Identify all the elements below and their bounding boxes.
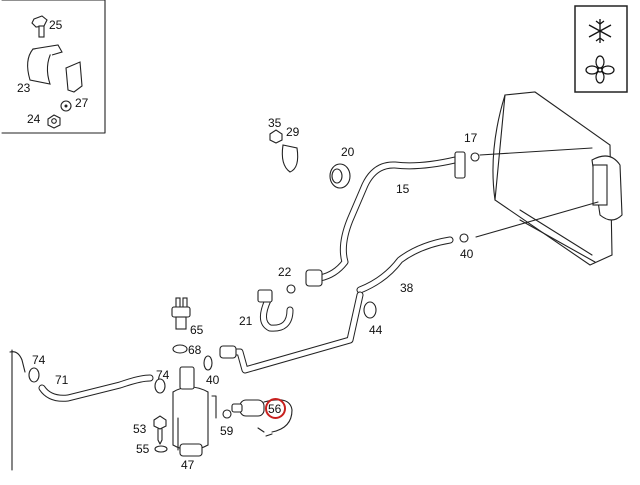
fan-icon <box>585 55 615 84</box>
label-21: 21 <box>239 314 253 328</box>
pipe-71 <box>38 374 154 402</box>
washer-55 <box>154 445 168 453</box>
highlight-circle-56 <box>265 398 286 419</box>
grommet-20 <box>329 163 351 189</box>
inset-label-25: 25 <box>49 18 63 32</box>
nut-35 <box>269 129 283 144</box>
fitting-22 <box>286 269 323 294</box>
label-74-left: 74 <box>32 353 46 367</box>
label-44: 44 <box>369 323 383 337</box>
label-65: 65 <box>190 323 204 337</box>
o-ring-74b <box>154 378 166 394</box>
label-53: 53 <box>133 422 147 436</box>
bolt-icon <box>31 15 48 38</box>
inset-label-23: 23 <box>17 81 31 95</box>
label-15: 15 <box>396 182 410 196</box>
bolt-53 <box>153 415 167 445</box>
o-ring-40 <box>203 355 213 371</box>
receiver-drier-47 <box>172 366 217 457</box>
pipe-15 <box>316 151 466 282</box>
label-20: 20 <box>341 145 355 159</box>
label-40-upper: 40 <box>460 247 474 261</box>
pipe-21 <box>257 289 294 332</box>
label-47: 47 <box>181 458 195 472</box>
label-17: 17 <box>464 131 478 145</box>
label-35: 35 <box>268 116 282 130</box>
label-55: 55 <box>136 442 150 456</box>
label-40-lower: 40 <box>206 373 220 387</box>
washer-68 <box>172 344 188 354</box>
clamp-icon <box>27 44 63 85</box>
pipe-38 <box>356 236 454 294</box>
snowflake-icon <box>588 19 612 43</box>
legend-box <box>574 5 628 93</box>
label-22: 22 <box>278 265 292 279</box>
clamp-29 <box>281 144 299 173</box>
clamp-inset <box>1 0 106 134</box>
o-ring-74 <box>28 367 40 383</box>
inset-label-24: 24 <box>27 112 41 126</box>
inset-label-27: 27 <box>75 96 89 110</box>
label-68: 68 <box>188 343 202 357</box>
o-ring <box>470 152 480 162</box>
grommet-44 <box>363 301 377 319</box>
nut-icon <box>47 114 61 129</box>
label-59: 59 <box>220 424 234 438</box>
label-38: 38 <box>400 281 414 295</box>
evaporator <box>492 91 623 266</box>
label-71: 71 <box>55 373 69 387</box>
bracket-icon <box>60 61 83 112</box>
washer-59 <box>222 409 232 419</box>
label-74-right: 74 <box>156 368 170 382</box>
label-29: 29 <box>286 125 300 139</box>
line-main <box>219 291 364 374</box>
switch-65 <box>171 297 191 330</box>
